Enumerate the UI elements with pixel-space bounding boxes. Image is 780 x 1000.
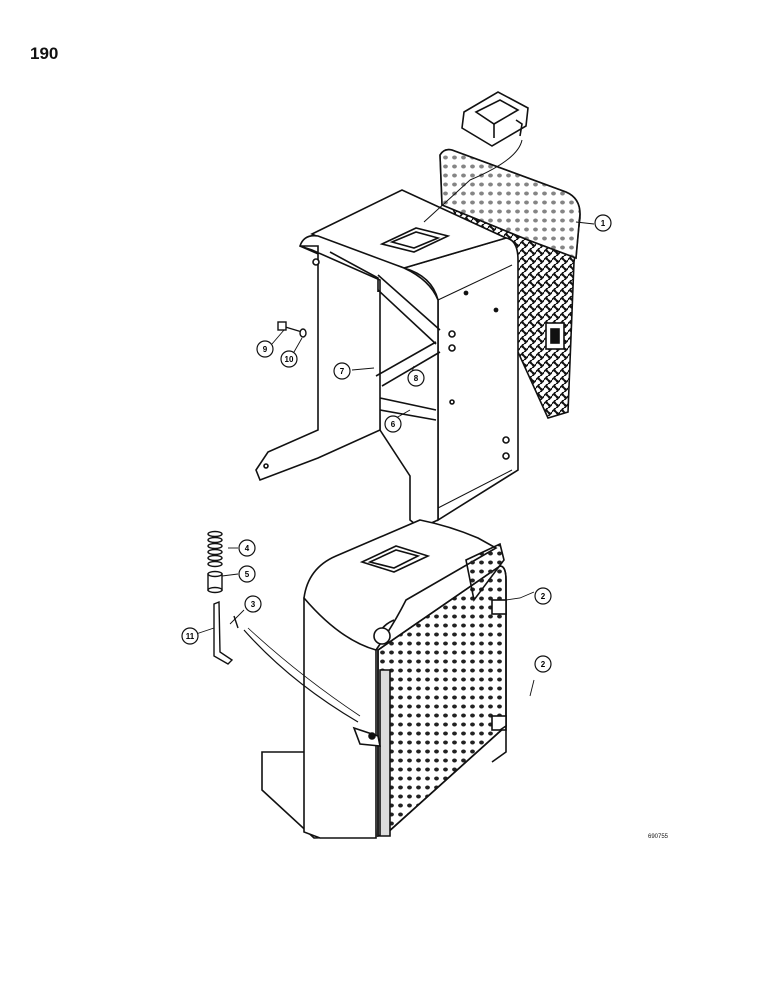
callout-9: 9 xyxy=(256,340,274,358)
loose-parts xyxy=(207,530,239,665)
callout-7: 7 xyxy=(333,362,351,380)
callout-10: 10 xyxy=(280,350,298,368)
callout-11: 11 xyxy=(181,627,199,645)
cap-cover xyxy=(461,91,529,147)
svg-text:8: 8 xyxy=(414,374,419,383)
hood-left-leg xyxy=(255,245,381,482)
svg-text:9: 9 xyxy=(263,345,268,354)
svg-text:6: 6 xyxy=(391,420,396,429)
sleeve-part xyxy=(207,570,223,594)
lower-hood-assembly xyxy=(261,519,507,839)
svg-text:11: 11 xyxy=(186,632,195,641)
callout-leaders xyxy=(195,221,595,697)
callout-8: 8 xyxy=(407,369,425,387)
svg-text:4: 4 xyxy=(245,544,250,553)
svg-text:7: 7 xyxy=(340,367,345,376)
bolt-and-washer xyxy=(277,321,307,338)
hinge-lower xyxy=(491,715,507,731)
svg-text:10: 10 xyxy=(285,355,294,364)
callout-2-lower: 2 xyxy=(534,655,552,673)
hinge-upper xyxy=(491,599,507,615)
callout-2-upper: 2 xyxy=(534,587,552,605)
callout-5: 5 xyxy=(238,565,256,583)
upper-hood-assembly xyxy=(255,148,581,529)
callout-3: 3 xyxy=(244,595,262,613)
figure-code: 690755 xyxy=(648,834,669,840)
spring-part xyxy=(207,530,223,568)
l-pin-part xyxy=(213,600,234,665)
svg-text:2: 2 xyxy=(541,592,546,601)
callout-6: 6 xyxy=(384,415,402,433)
lower-hood-top xyxy=(303,519,498,651)
hood-right-side xyxy=(401,237,519,522)
cotter-part xyxy=(233,615,239,629)
page-number: 190 xyxy=(30,44,59,63)
leader-cap xyxy=(423,139,523,223)
svg-text:1: 1 xyxy=(601,219,606,228)
svg-text:2: 2 xyxy=(541,660,546,669)
svg-text:5: 5 xyxy=(245,570,250,579)
callout-1: 1 xyxy=(594,214,612,232)
callout-4: 4 xyxy=(238,539,256,557)
svg-text:3: 3 xyxy=(251,600,256,609)
